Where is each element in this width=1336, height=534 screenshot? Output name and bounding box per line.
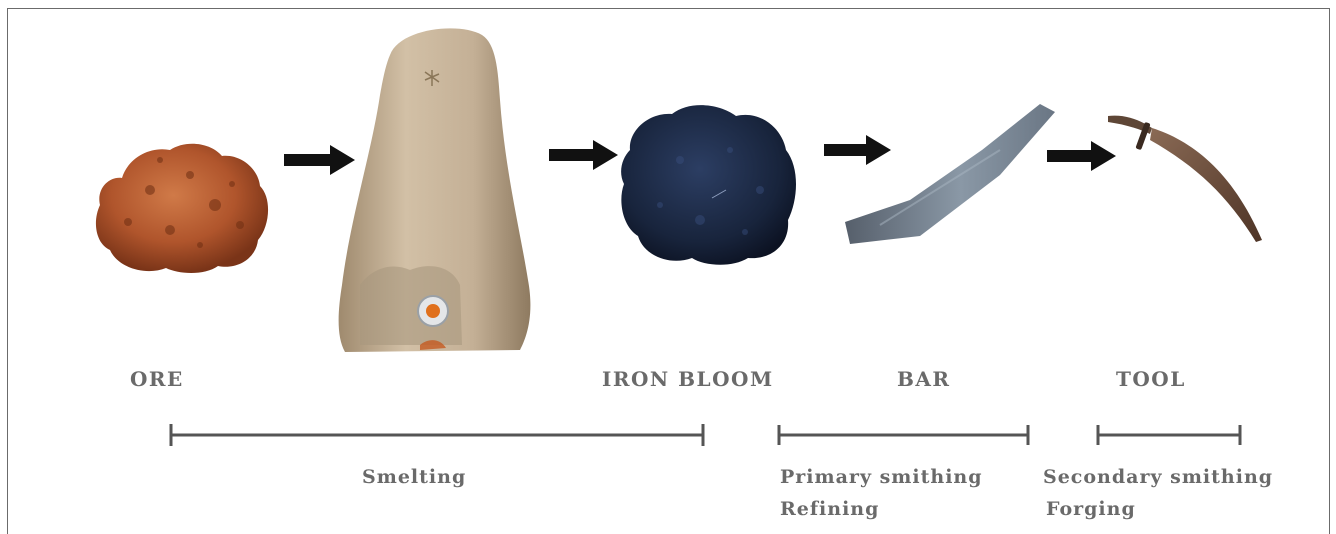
arrow-right-icon <box>284 145 355 175</box>
label-refining: Refining <box>780 498 879 520</box>
furnace-image <box>339 28 531 352</box>
secondary-smithing-bracket <box>1098 425 1240 445</box>
label-smelting: Smelting <box>362 466 466 488</box>
iron-bar-image <box>845 104 1055 244</box>
label-primary-smithing: Primary smithing <box>780 466 983 488</box>
smelting-bracket <box>171 424 703 446</box>
iron-bloom-image <box>621 105 796 265</box>
arrow-right-icon <box>549 140 618 170</box>
label-bar: BAR <box>897 367 951 391</box>
ore-image <box>96 144 268 273</box>
tool-image <box>1108 116 1262 242</box>
arrow-right-icon <box>824 135 891 165</box>
label-secondary-smithing: Secondary smithing <box>1043 466 1273 488</box>
primary-smithing-bracket <box>779 425 1028 445</box>
label-ore: ORE <box>130 367 184 391</box>
label-tool: TOOL <box>1116 367 1186 391</box>
label-forging: Forging <box>1046 498 1136 520</box>
arrow-right-icon <box>1047 141 1116 171</box>
label-iron-bloom: IRON BLOOM <box>602 367 774 391</box>
